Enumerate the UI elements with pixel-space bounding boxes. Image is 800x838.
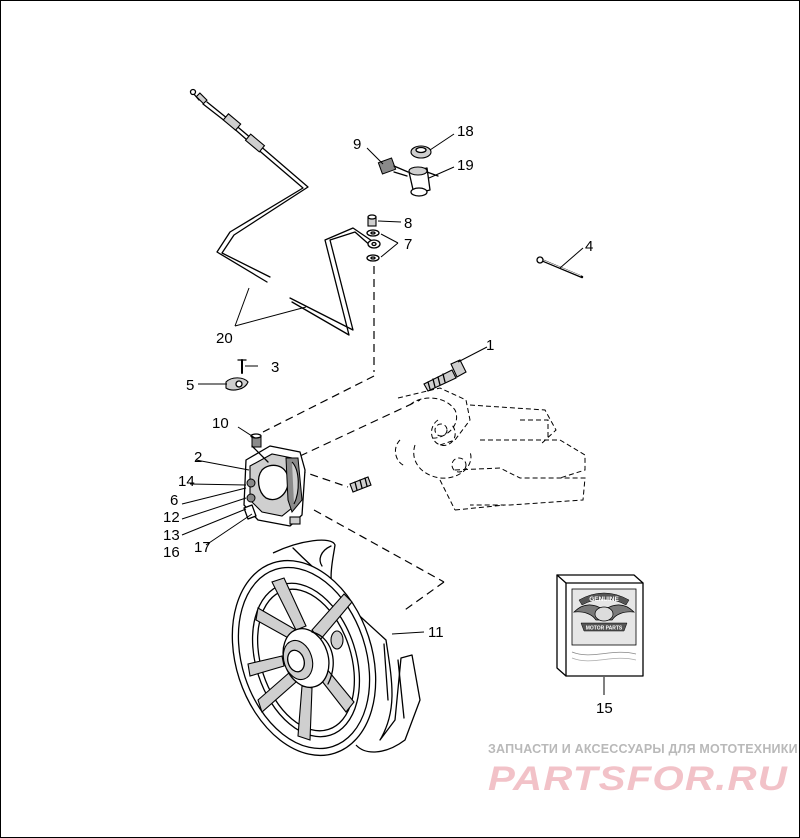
bleeder-valve [377, 157, 409, 177]
callout-16: 16 [163, 544, 180, 561]
brake-line [189, 88, 376, 336]
callout-7: 7 [404, 236, 412, 253]
swingarm-phantom [394, 387, 586, 511]
callout-13: 13 [163, 527, 180, 544]
box-label-top: GENUINE [589, 596, 619, 603]
banjo-bolt [367, 214, 377, 227]
callout-3: 3 [271, 359, 279, 376]
box-label-bottom: MOTOR PARTS [586, 626, 623, 632]
callout-6: 6 [170, 492, 178, 509]
cast-wheel [231, 559, 377, 757]
callout-17: 17 [194, 539, 211, 556]
assembly-lines [262, 266, 445, 613]
callout-9: 9 [353, 136, 361, 153]
callout-20: 20 [216, 330, 233, 347]
callout-18: 18 [457, 123, 474, 140]
brake-caliper [243, 433, 306, 527]
callout-8: 8 [404, 215, 412, 232]
watermark: ЗАПЧАСТИ И АКСЕССУАРЫ ДЛЯ МОТОТЕХНИКИ PA… [488, 742, 798, 798]
caliper-bolt [423, 359, 467, 392]
axle-spacer [349, 476, 372, 493]
dust-cap [410, 145, 432, 159]
sealing-washers [366, 229, 381, 262]
callout-1: 1 [486, 337, 494, 354]
callout-12: 12 [163, 509, 180, 526]
line-clip [225, 377, 249, 391]
callout-4: 4 [585, 238, 593, 255]
watermark-brand: PARTSFOR.RU [488, 760, 789, 798]
watermark-tagline: ЗАПЧАСТИ И АКСЕССУАРЫ ДЛЯ МОТОТЕХНИКИ [488, 742, 798, 756]
leader-lines [181, 133, 605, 695]
callout-19: 19 [457, 157, 474, 174]
callout-10: 10 [212, 415, 229, 432]
callout-11: 11 [428, 624, 444, 641]
mounting-screw [237, 359, 247, 374]
callout-2: 2 [194, 449, 202, 466]
callouts: 1 2 3 4 5 6 7 8 9 10 11 12 13 14 15 16 1… [163, 123, 613, 717]
callout-5: 5 [186, 377, 194, 394]
pad-pin [536, 256, 584, 279]
callout-15: 15 [596, 700, 613, 717]
brake-fitting [408, 166, 439, 197]
parts-kit-box: GENUINE MOTOR PARTS [556, 574, 644, 677]
callout-14: 14 [178, 473, 195, 490]
